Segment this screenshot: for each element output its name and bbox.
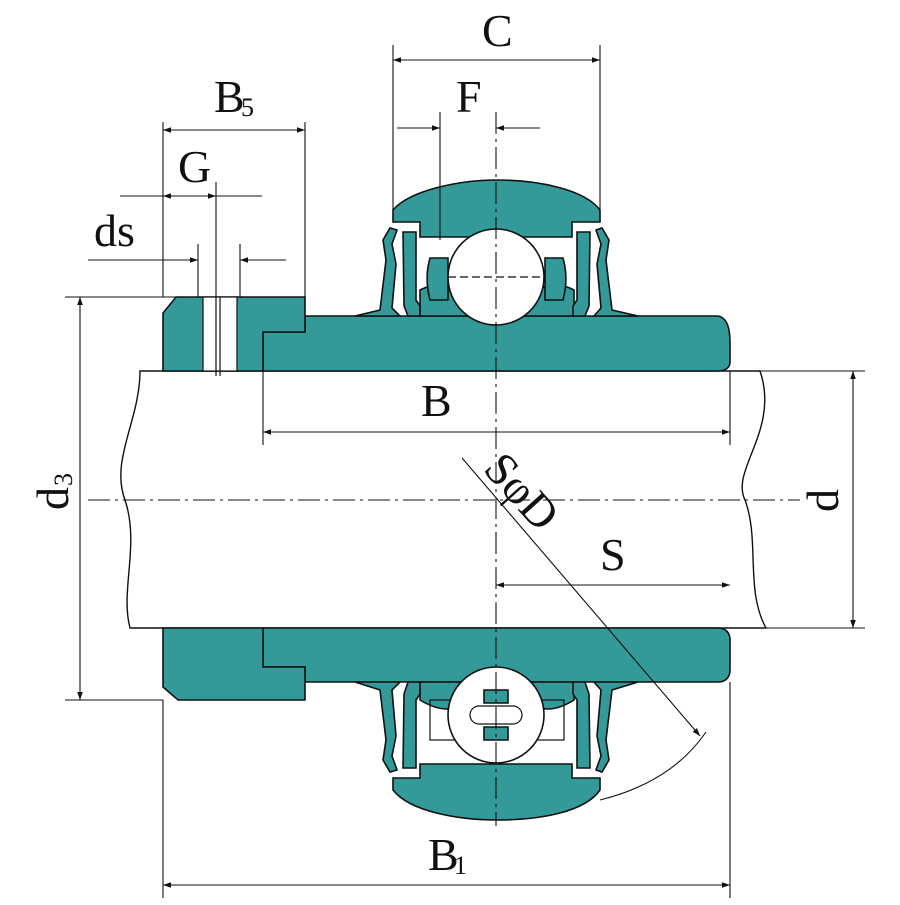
label-B5: B	[214, 71, 245, 122]
dim-SphiD	[461, 457, 701, 737]
label-ds: ds	[94, 205, 135, 256]
label-B: B	[421, 375, 452, 426]
upper-section	[162, 179, 731, 376]
label-G: G	[178, 141, 211, 192]
svg-text:3: 3	[49, 473, 78, 486]
lower-section	[162, 627, 731, 821]
label-F: F	[456, 71, 482, 122]
label-S: S	[600, 529, 626, 580]
seal-left-upper	[354, 227, 402, 317]
label-C: C	[482, 5, 513, 56]
locking-collar-lower	[162, 627, 306, 701]
svg-text:5: 5	[241, 93, 254, 122]
seal-right-upper	[592, 227, 639, 317]
seal-right-lower	[592, 681, 639, 773]
seal-left-lower	[354, 681, 402, 773]
outer-ring-upper	[392, 179, 601, 238]
label-d: d	[797, 489, 848, 512]
label-B1: B	[428, 829, 459, 880]
label-d3: d	[27, 487, 78, 510]
svg-text:1: 1	[454, 851, 467, 880]
